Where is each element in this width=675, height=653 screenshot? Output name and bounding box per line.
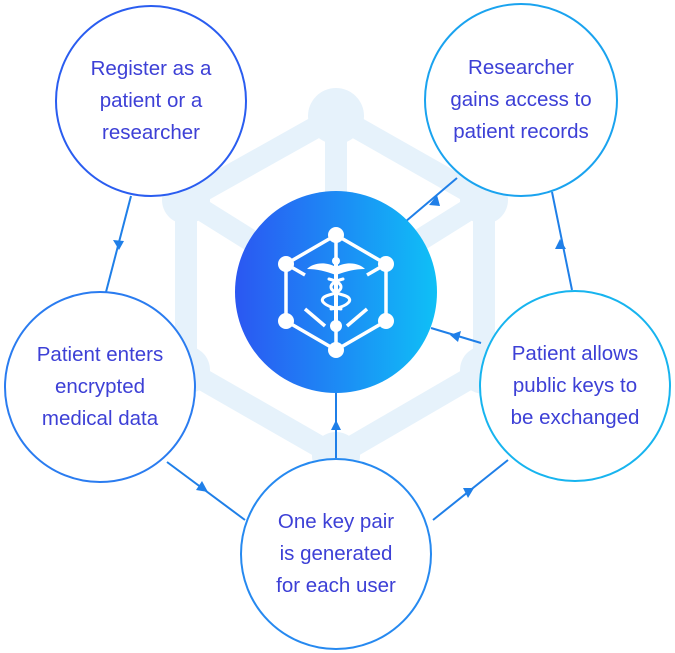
center-hub bbox=[235, 191, 437, 393]
caduceus-icon bbox=[307, 257, 365, 321]
step-patient-enters-label: Patient enters encrypted medical data bbox=[36, 343, 164, 430]
arrow-icon bbox=[450, 331, 461, 342]
step-patient-allows-node: Patient allows public keys to be exchang… bbox=[479, 290, 671, 482]
step-researcher-access-label: Researcher gains access to patient recor… bbox=[450, 56, 592, 143]
step-patient-enters-node: Patient enters encrypted medical data bbox=[4, 291, 196, 483]
arrow-icon bbox=[331, 420, 341, 430]
arrow-icon bbox=[555, 239, 566, 249]
arrowheads bbox=[113, 195, 566, 498]
step-key-pair-label: One key pair is generated for each user bbox=[276, 510, 396, 597]
connector-researcher-to-hub bbox=[404, 177, 458, 223]
connector-allows-to-researcher bbox=[551, 191, 573, 291]
arrow-icon bbox=[196, 481, 208, 492]
step-register-label: Register as a patient or a researcher bbox=[90, 57, 212, 144]
step-key-pair-node: One key pair is generated for each user bbox=[240, 458, 432, 650]
arrow-icon bbox=[429, 195, 440, 206]
arrow-icon bbox=[463, 488, 474, 498]
step-patient-allows-label: Patient allows public keys to be exchang… bbox=[510, 342, 640, 429]
step-register-node: Register as a patient or a researcher bbox=[55, 5, 247, 197]
medical-blockchain-icon bbox=[278, 227, 394, 358]
step-researcher-access-node: Researcher gains access to patient recor… bbox=[424, 3, 618, 197]
arrow-icon bbox=[113, 240, 124, 250]
